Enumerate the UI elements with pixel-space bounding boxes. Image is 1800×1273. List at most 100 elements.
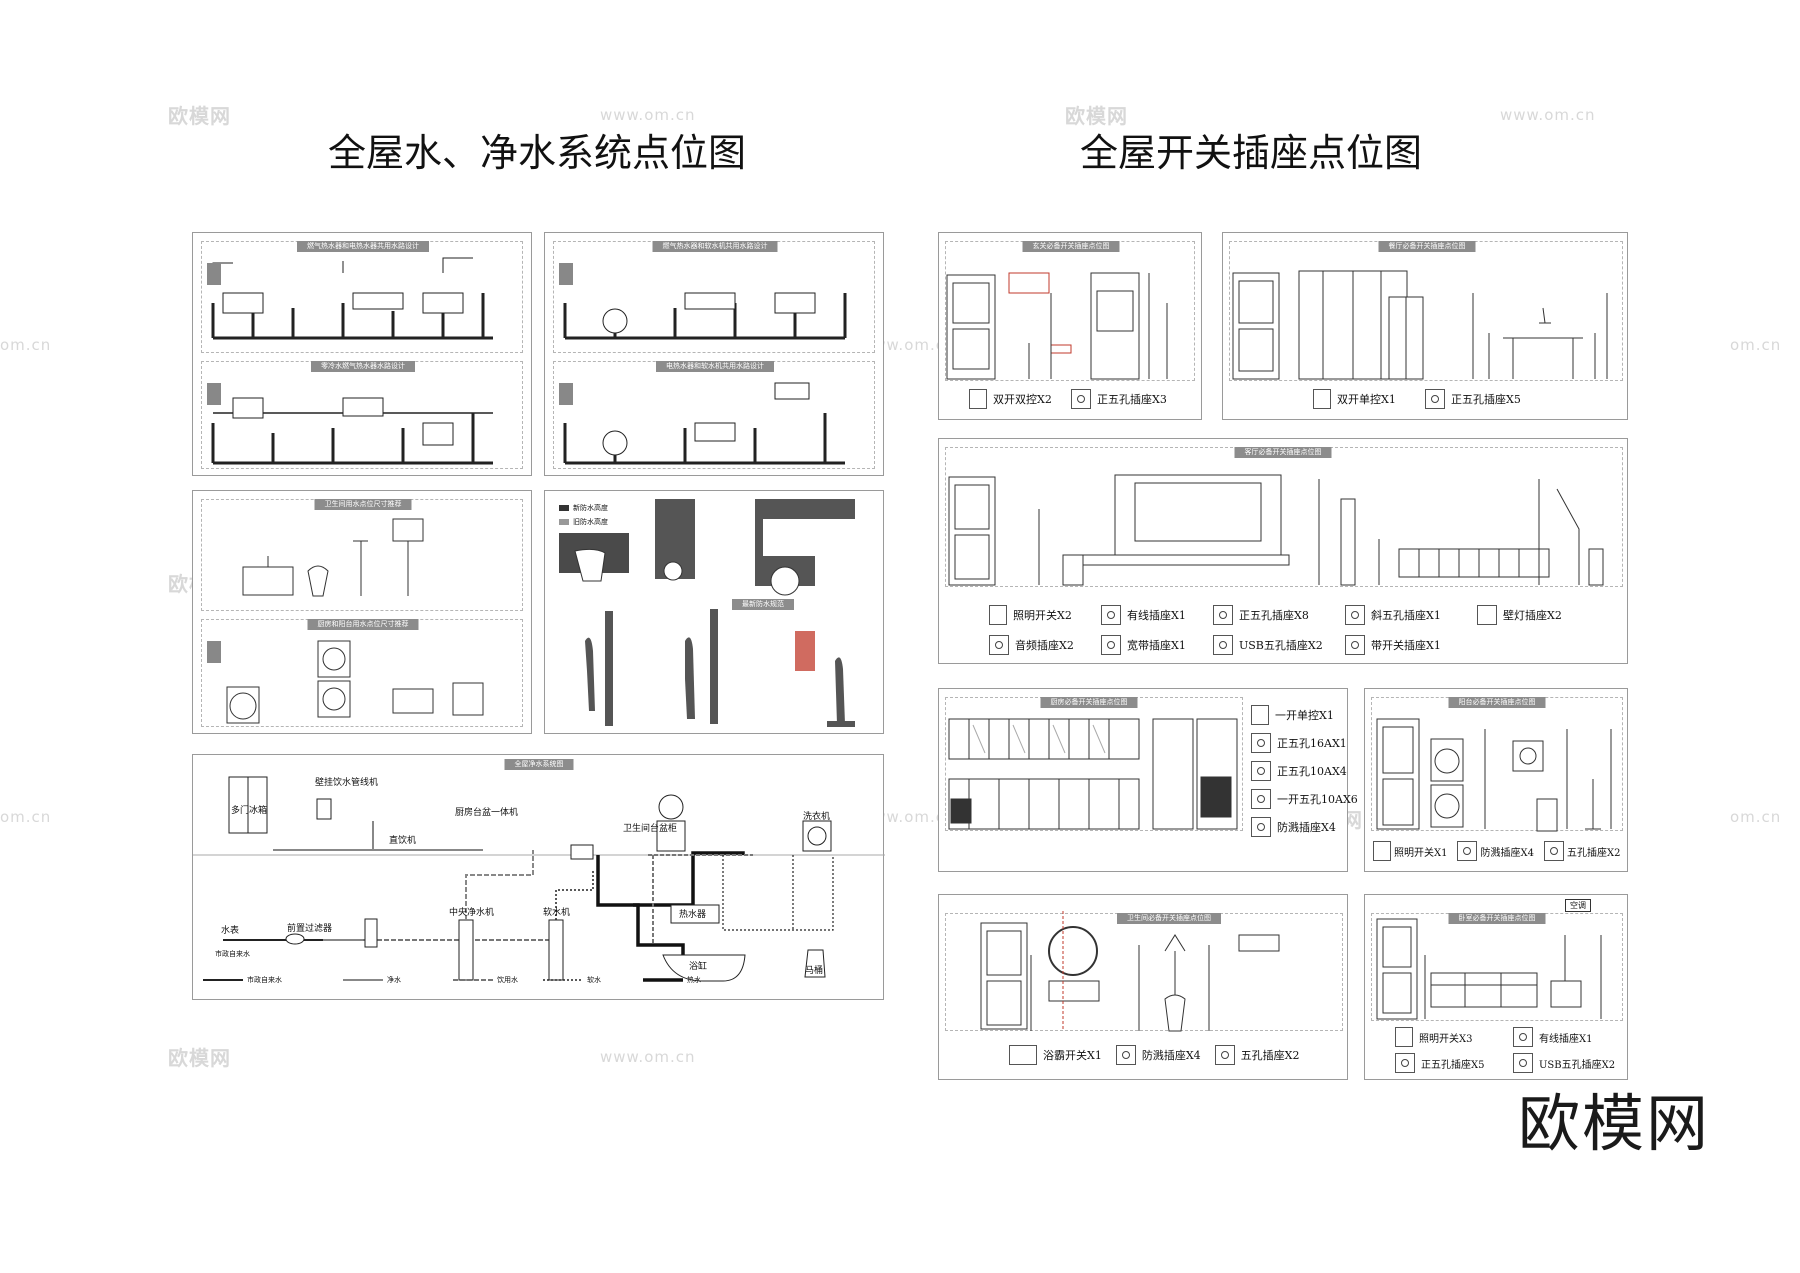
socket-icon — [1425, 389, 1445, 409]
label-meter: 水表 — [221, 926, 240, 936]
panel-title: 客厅必备开关插座点位图 — [1234, 447, 1332, 458]
panel-title: 最新防水规范 — [732, 599, 794, 610]
waterproof-legend: 新防水高度 旧防水高度 — [559, 503, 608, 527]
label-wall-dispenser: 壁挂饮水管线机 — [315, 778, 379, 788]
bedroom-elevation — [1376, 918, 1602, 1020]
socket-icon — [1345, 635, 1365, 655]
bedroom-socket-panel: 卧室必备开关插座点位图 空调 照明开关X3 有线插座X1 正五孔插座X5 USB… — [1364, 894, 1628, 1080]
switch-icon — [989, 605, 1007, 625]
panel-title: 燃气热水器和软水机共用水路设计 — [652, 241, 778, 252]
legend-label: 五孔插座X2 — [1566, 847, 1621, 859]
water-system-title: 全屋水、净水系统点位图 — [328, 131, 747, 175]
legend-five-hole: 正五孔插座X8 — [1213, 605, 1309, 625]
legend-five-hole: 正五孔插座X3 — [1071, 389, 1167, 409]
legend-cable: 有线插座X1 — [1513, 1027, 1592, 1047]
label-washer: 洗衣机 — [803, 812, 831, 822]
balcony-legend: 照明开关X1 防溅插座X4 五孔插座X2 — [1373, 841, 1620, 861]
panel-title: 厨房必备开关插座点位图 — [1040, 697, 1138, 708]
switch-icon — [1251, 705, 1269, 725]
legend-label: 旧防水高度 — [573, 518, 608, 526]
fixture-diagram — [207, 518, 484, 724]
socket-icon — [1214, 1045, 1235, 1065]
purification-diagram — [193, 776, 885, 982]
legend-label: 照明开关X3 — [1419, 1033, 1473, 1045]
entry-elevation — [946, 272, 1168, 380]
legend-oblique-five: 斜五孔插座X1 — [1345, 605, 1441, 625]
socket-icon — [1251, 789, 1271, 809]
pipe-diagram — [559, 263, 847, 465]
legend-label: 防溅插座X4 — [1480, 847, 1534, 859]
watermark-edge: om.cn — [1730, 336, 1782, 354]
legend-label: 照明开关X1 — [1394, 847, 1448, 859]
legend-splash: 防溅插座X4 — [1251, 817, 1358, 837]
label-pre-filter: 前置过滤器 — [287, 924, 333, 934]
watermark-edge: om.cn — [0, 808, 52, 826]
legend-label: 壁灯插座X2 — [1503, 609, 1562, 622]
legend-double-switch: 双开双控X2 — [969, 389, 1052, 409]
audio-socket-icon — [989, 635, 1009, 655]
ac-badge: 空调 — [1565, 899, 1591, 912]
switch-icon — [1395, 1027, 1413, 1047]
panel-title: 全屋净水系统图 — [504, 759, 574, 770]
socket-icon — [1251, 733, 1271, 753]
legend-city-water: 市政自来水 — [247, 976, 282, 984]
legend-10a: 正五孔10AX4 — [1251, 761, 1358, 781]
watermark-edge: om.cn — [1730, 808, 1782, 826]
panel-title: 卫生间用水点位尺寸推荐 — [314, 499, 412, 510]
cable-socket-icon — [1513, 1027, 1533, 1047]
label-kitchen-unit: 厨房台盆一体机 — [455, 808, 519, 818]
legend-soft-water: 软水 — [587, 976, 601, 984]
label-softener: 软水机 — [543, 908, 571, 918]
legend-label: 带开关插座X1 — [1371, 639, 1441, 652]
wall-light-icon — [1477, 605, 1497, 625]
legend-label: 双开双控X2 — [993, 393, 1052, 406]
label-bathtub: 浴缸 — [689, 962, 708, 972]
legend-label: 正五孔插座X8 — [1239, 609, 1309, 622]
legend-five-hole: 正五孔插座X5 — [1425, 389, 1521, 409]
water-panel-waterproof: 新防水高度 旧防水高度 最新防水规范 — [544, 490, 884, 734]
label-fridge: 多门冰箱 — [231, 806, 268, 816]
socket-layout-title: 全屋开关插座点位图 — [1080, 131, 1423, 175]
legend-label: 浴霸开关X1 — [1043, 1049, 1102, 1062]
waterproof-diagram — [559, 499, 855, 727]
bathroom-socket-panel: 卫生间必备开关插座点位图 浴霸开关X1 防溅插座X4 五孔插座X2 — [938, 894, 1348, 1080]
broadband-socket-icon — [1101, 635, 1121, 655]
legend-audio: 音频插座X2 — [989, 635, 1074, 655]
legend-label: 音频插座X2 — [1015, 639, 1074, 652]
kitchen-elevation — [948, 718, 1238, 830]
legend-label: 正五孔插座X5 — [1421, 1059, 1485, 1071]
socket-icon — [1543, 841, 1564, 861]
panel-title: 电热水器和软水机共用水路设计 — [656, 361, 774, 372]
watermark-edge: om.cn — [0, 336, 52, 354]
legend-bath-heater-switch: 浴霸开关X1 — [1009, 1045, 1102, 1065]
panel-title: 厨房和阳台用水点位尺寸推荐 — [307, 619, 419, 630]
kitchen-legend: 一开单控X1 正五孔16AX1 正五孔10AX4 一开五孔10AX6 防溅插座X… — [1251, 705, 1358, 837]
socket-icon — [1213, 605, 1233, 625]
label-bath-cabinet: 卫生间台盆柜 — [623, 824, 678, 834]
legend-splash: 防溅插座X4 — [1457, 841, 1534, 861]
legend-switch-10a: 一开五孔10AX6 — [1251, 789, 1358, 809]
water-purification-system: 全屋净水系统图 — [192, 754, 885, 1000]
panel-title: 卧室必备开关插座点位图 — [1448, 913, 1546, 924]
legend-cable: 有线插座X1 — [1101, 605, 1186, 625]
legend-label: 双开单控X1 — [1337, 393, 1396, 406]
legend-light-switch: 照明开关X1 — [1373, 841, 1447, 861]
legend-16a: 正五孔16AX1 — [1251, 733, 1358, 753]
panel-title: 燃气热水器和电热水器共用水路设计 — [297, 241, 429, 252]
legend-label: 正五孔插座X5 — [1451, 393, 1521, 406]
legend-label: 正五孔16AX1 — [1277, 737, 1347, 750]
legend-label: 有线插座X1 — [1539, 1033, 1593, 1045]
label-central-purifier: 中央净水机 — [449, 908, 495, 918]
watermark-brand: 欧模网 — [1065, 104, 1128, 128]
watermark-brand: 欧模网 — [168, 104, 231, 128]
legend-label: 斜五孔插座X1 — [1371, 609, 1441, 622]
socket-icon — [1345, 605, 1365, 625]
legend-drinking-water: 饮用水 — [497, 976, 518, 984]
pipe-diagram — [207, 257, 493, 465]
legend-label: 一开单控X1 — [1275, 709, 1334, 722]
legend-five-hole: 五孔插座X2 — [1543, 841, 1621, 861]
bath-heater-switch-icon — [1009, 1045, 1037, 1065]
label-city-water: 市政自来水 — [215, 950, 250, 958]
entry-socket-panel: 玄关必备开关插座点位图 双开双控X2 正五孔插座X3 — [938, 232, 1202, 420]
balcony-elevation — [1376, 718, 1612, 832]
